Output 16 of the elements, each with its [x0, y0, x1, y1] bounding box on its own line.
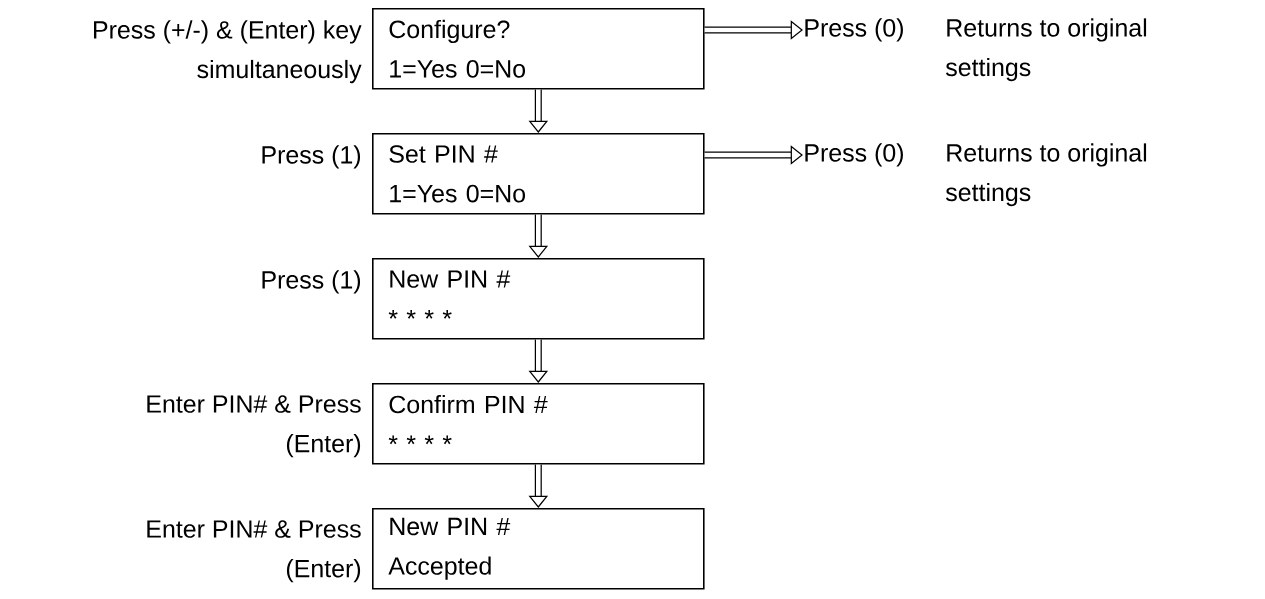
result-text: Returns to original settings	[945, 18, 1147, 82]
instruction-text: Press (+/-) & (Enter) key simultaneously	[94, 20, 362, 84]
instruction-text: Enter PIN# & Press (Enter)	[147, 395, 361, 458]
key-instruction-text: Press (0)	[805, 143, 903, 167]
double-arrow	[704, 145, 803, 165]
result-text: Returns to original settings	[945, 143, 1147, 207]
display-box: Set PIN # 1=Yes 0=No	[372, 133, 705, 215]
display-box: New PIN # Accepted	[372, 508, 705, 590]
display-box: Confirm PIN # * * * *	[372, 383, 705, 465]
double-arrow	[704, 20, 803, 40]
instruction-text: Press (1)	[262, 145, 361, 169]
key-instruction-text: Press (0)	[805, 18, 903, 42]
display-box: Configure? 1=Yes 0=No	[372, 8, 705, 90]
instruction-text: Enter PIN# & Press (Enter)	[147, 520, 361, 583]
instruction-text: Press (1)	[262, 270, 361, 294]
display-box: New PIN # * * * *	[372, 258, 705, 340]
